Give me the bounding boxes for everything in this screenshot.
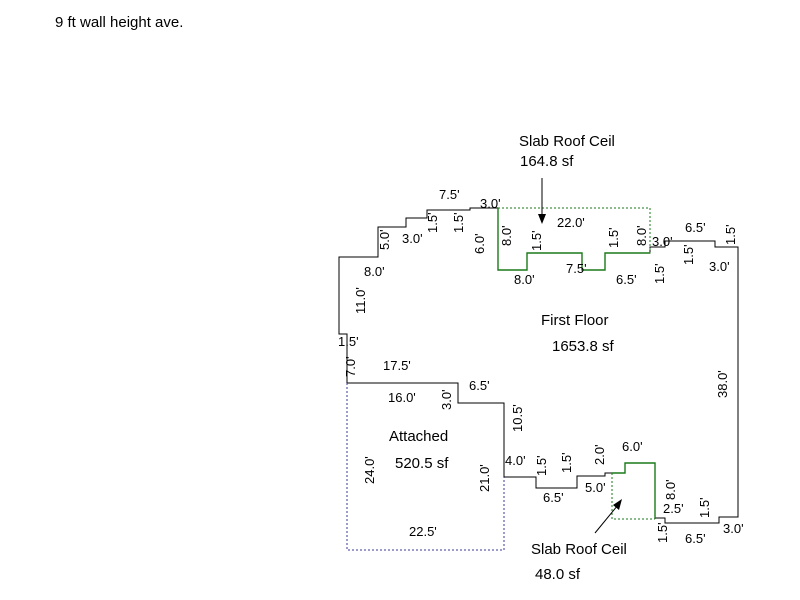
slab-bottom-outline xyxy=(611,473,655,520)
dim-label: 2.5' xyxy=(663,501,684,516)
dim-label: 3.0' xyxy=(652,234,673,249)
dim-label: 6.0' xyxy=(472,233,487,254)
dim-label: 5.0' xyxy=(377,229,392,250)
dim-label: 8.0' xyxy=(514,272,535,287)
dim-label: 7.5' xyxy=(566,261,587,276)
first-floor-outline xyxy=(338,207,739,524)
dim-label: 1.5' xyxy=(655,522,670,543)
slab-top-wall xyxy=(497,208,650,271)
slab-bottom-name: Slab Roof Ceil xyxy=(531,541,627,558)
dim-label: 16.0' xyxy=(388,390,416,405)
dim-label: 1.5' xyxy=(425,212,440,233)
dim-label: 3.0' xyxy=(709,259,730,274)
wall-height-note: 9 ft wall height ave. xyxy=(55,14,184,31)
dim-label: 3.0' xyxy=(439,389,454,410)
dim-label: 2.0' xyxy=(592,444,607,465)
dim-label: 8.0' xyxy=(499,225,514,246)
first-floor-name: First Floor xyxy=(541,312,609,329)
dim-label: 21.0' xyxy=(477,464,492,492)
slab-top-outline xyxy=(498,207,651,253)
dim-label: 4.0' xyxy=(505,453,526,468)
dim-label: 6.5' xyxy=(685,220,706,235)
dim-label: 10.5' xyxy=(510,404,525,432)
dim-label: 6.0' xyxy=(622,439,643,454)
dim-label: 8.0' xyxy=(364,264,385,279)
dim-label: 6.5' xyxy=(685,531,706,546)
dim-label: 8.0' xyxy=(663,479,678,500)
dim-label: 38.0' xyxy=(715,370,730,398)
slab-bottom-arrow-line xyxy=(594,504,619,534)
dim-label: 22.5' xyxy=(409,524,437,539)
slab-top-arrowhead xyxy=(538,214,546,224)
dim-label: 1.5' xyxy=(697,497,712,518)
dim-label: 1.5' xyxy=(451,212,466,233)
dim-label: 7.0' xyxy=(343,356,358,377)
dim-label: 1.5' xyxy=(559,452,574,473)
dim-label: 5.0' xyxy=(585,480,606,495)
attached-name: Attached xyxy=(389,428,448,445)
slab-top-name: Slab Roof Ceil xyxy=(519,133,615,150)
slab-bottom-area: 48.0 sf xyxy=(535,566,581,583)
dim-label: 1.5' xyxy=(529,230,544,251)
attached-outline xyxy=(346,383,505,551)
first-floor-area: 1653.8 sf xyxy=(552,338,615,355)
dim-label: 3.0' xyxy=(723,521,744,536)
dim-label: 3.0' xyxy=(480,196,501,211)
dim-label: 22.0' xyxy=(557,215,585,230)
dim-label: 6.5' xyxy=(543,490,564,505)
dim-label: 7.5' xyxy=(439,187,460,202)
dim-label: 1.5' xyxy=(652,263,667,284)
dim-label: 1.5' xyxy=(606,227,621,248)
slab-bottom-arrowhead xyxy=(613,499,622,510)
dim-label: 6.5' xyxy=(616,272,637,287)
slab-bottom-wall xyxy=(612,462,656,519)
attached-area: 520.5 sf xyxy=(395,455,449,472)
dim-label: 1.5' xyxy=(681,244,696,265)
slab-top-area: 164.8 sf xyxy=(520,153,574,170)
dim-label: 1.5' xyxy=(534,455,549,476)
dim-label: 11.0' xyxy=(353,287,368,314)
dim-label: 1.5' xyxy=(723,224,738,245)
dim-label: 17.5' xyxy=(383,358,411,373)
dim-label: 8.0' xyxy=(634,225,649,246)
dim-label: 6.5' xyxy=(469,378,490,393)
dim-label: 3.0' xyxy=(402,231,423,246)
dim-label: 1.5' xyxy=(338,334,359,349)
dim-label: 24.0' xyxy=(362,456,377,484)
